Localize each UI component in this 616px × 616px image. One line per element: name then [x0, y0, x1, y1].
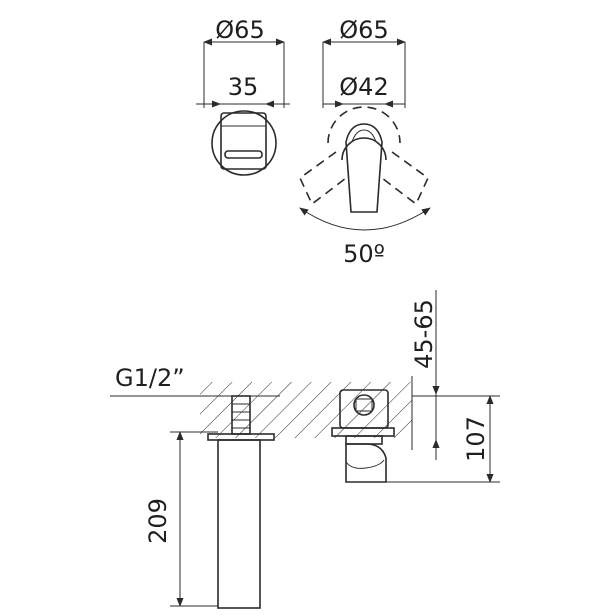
spout-length-label: 209 — [144, 498, 172, 544]
left-35-label: 35 — [228, 73, 259, 101]
right-body-arc — [341, 137, 387, 161]
left-body-circle — [211, 110, 277, 176]
thread-label: G1/2” — [115, 364, 185, 392]
side-view: G1/2” 209 107 45-65 — [110, 290, 500, 609]
right-angle-arc — [299, 207, 431, 231]
mixer-valve-core — [355, 398, 373, 412]
right-lever-inner — [351, 129, 377, 143]
spout-body — [217, 439, 261, 609]
mixer-valve — [353, 394, 375, 416]
right-lever-ghost-left — [298, 151, 347, 206]
right-lever-ghost-right — [381, 151, 430, 206]
left-dia65-label: Ø65 — [215, 16, 264, 44]
mixer-lever-detail — [345, 459, 385, 469]
height-label: 107 — [462, 416, 490, 462]
mixer-lever-side — [345, 443, 387, 483]
right-front-view: Ø65 Ø42 50º — [298, 16, 431, 268]
depth-label: 45-65 — [410, 299, 438, 369]
left-slot — [224, 150, 263, 159]
left-front-view: Ø65 35 — [196, 16, 290, 176]
right-angle-label: 50º — [343, 240, 385, 268]
left-inner-block — [220, 112, 267, 170]
right-dia65-label: Ø65 — [339, 16, 388, 44]
right-outer-ring-arc — [327, 106, 401, 144]
right-dia42-label: Ø42 — [339, 73, 388, 101]
right-lever-handle — [345, 123, 383, 213]
